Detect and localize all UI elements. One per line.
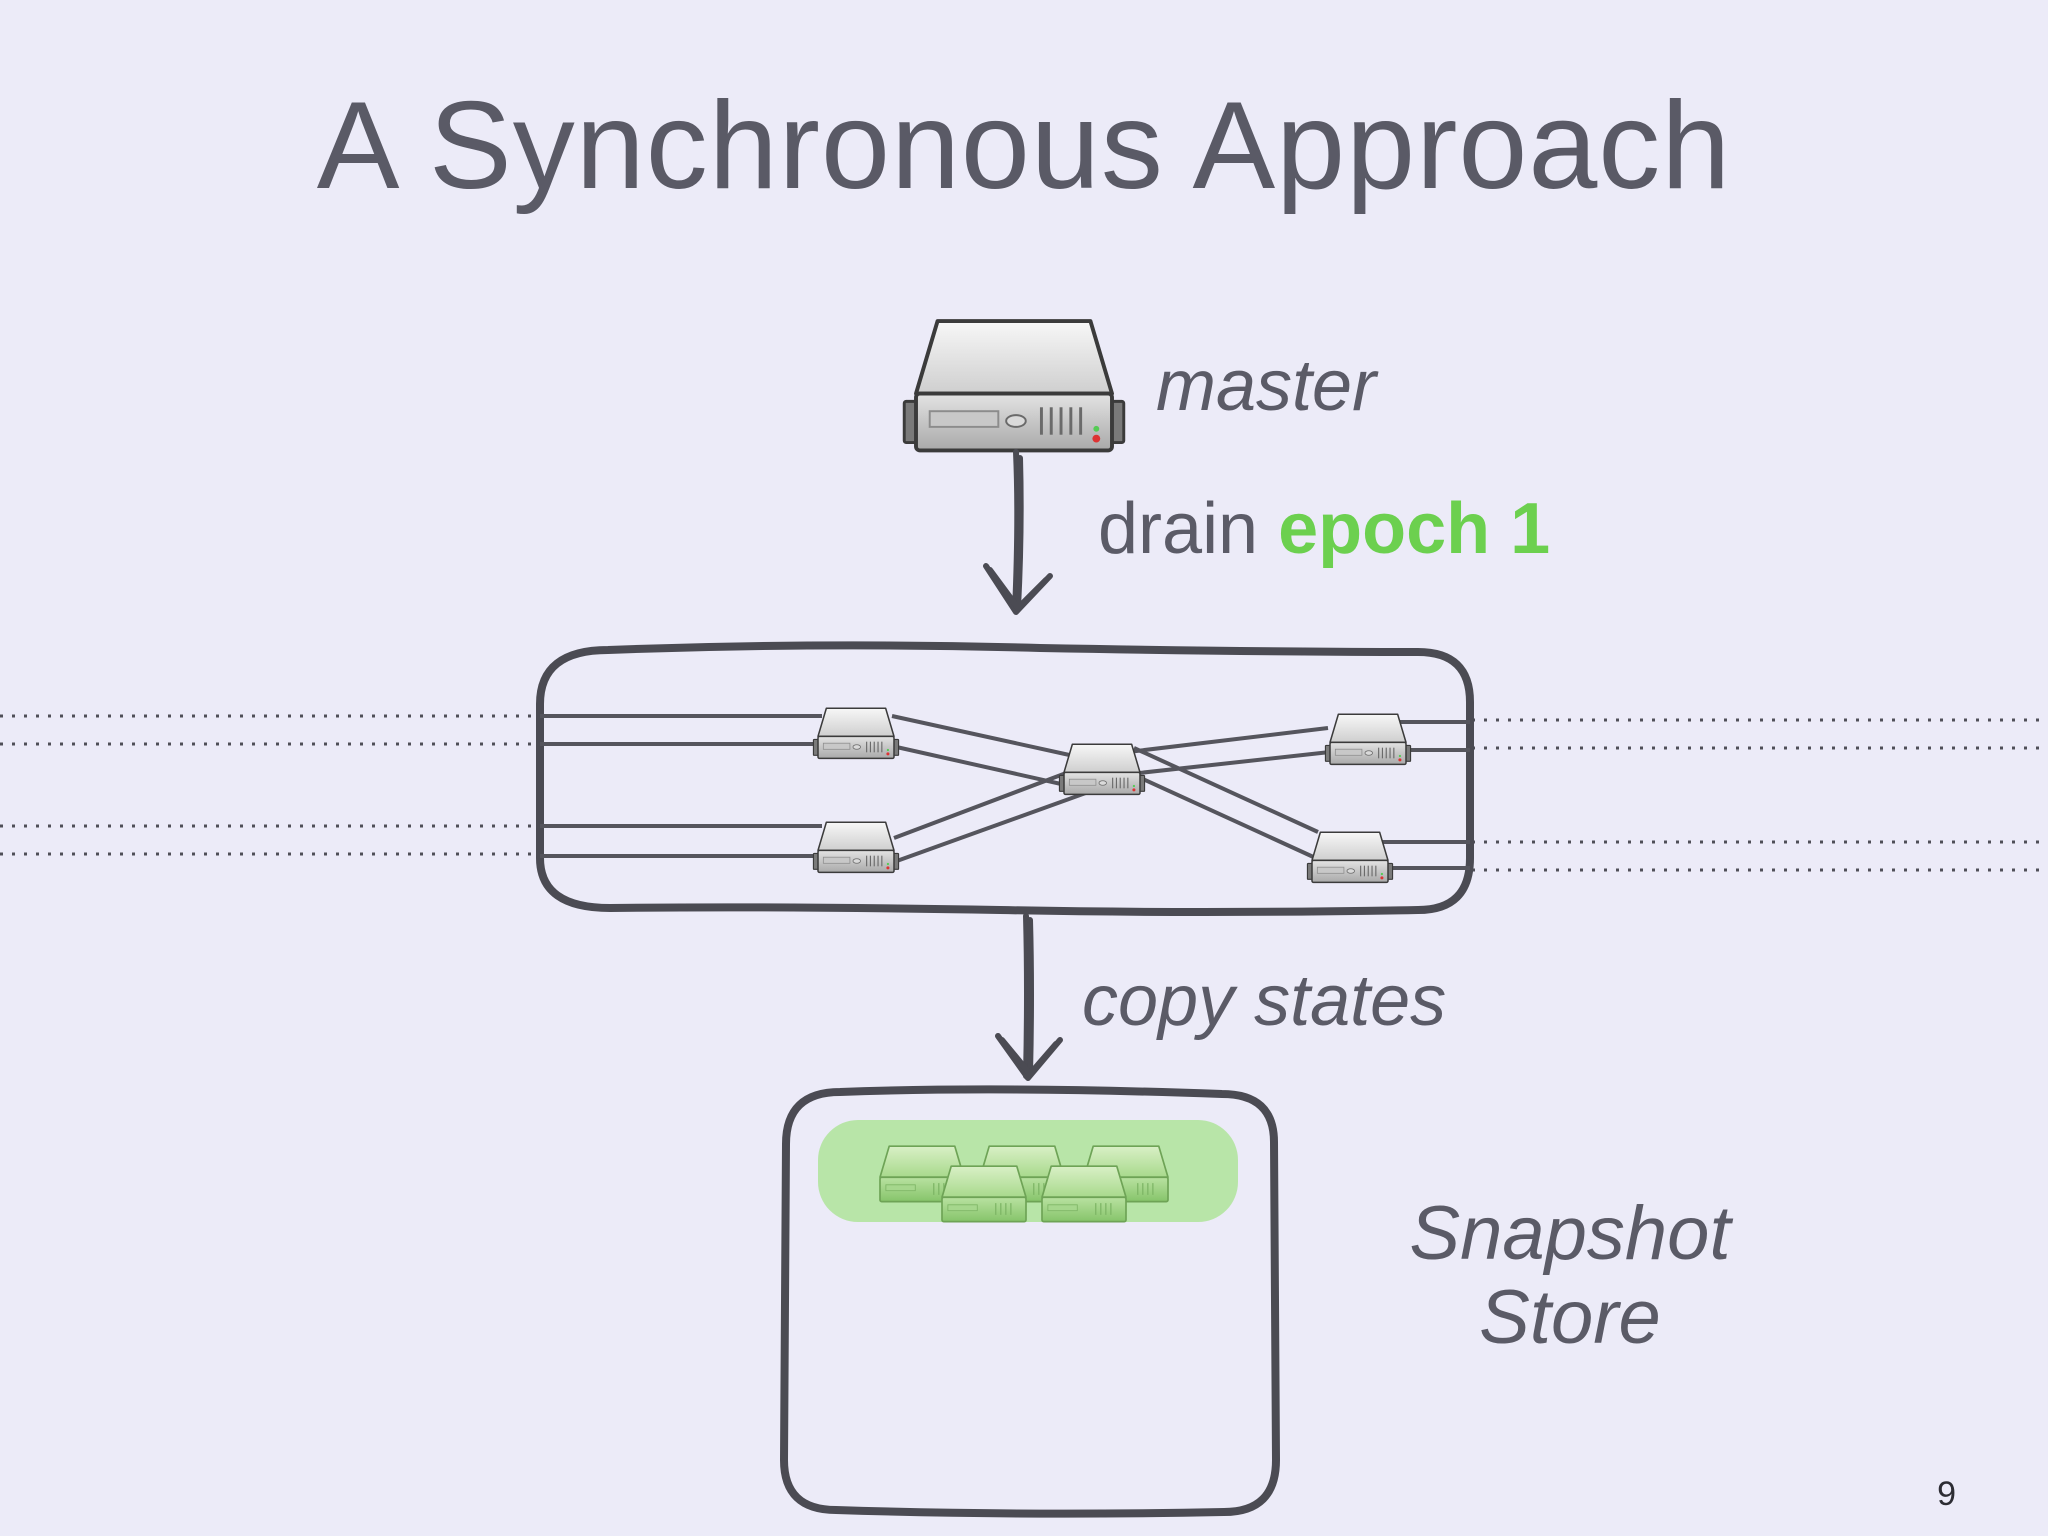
- copy-states-label: copy states: [1082, 961, 1447, 1041]
- copy-arrow: [995, 913, 1063, 1081]
- slide-title: A Synchronous Approach: [316, 77, 1732, 215]
- master-label: master: [1156, 346, 1377, 426]
- server-icon: [1058, 743, 1146, 796]
- drain-arrow: [983, 449, 1053, 615]
- server-icon: [1306, 831, 1394, 884]
- epoch-label: epoch 1: [1278, 489, 1551, 569]
- network-box: [536, 641, 1474, 916]
- master-server-icon: [902, 319, 1126, 453]
- drain-label: drain epoch 1: [1098, 488, 1550, 570]
- snapshot-store-label: Snapshot Store: [1390, 1192, 1750, 1359]
- server-icon: [1324, 713, 1412, 766]
- drain-prefix: drain: [1098, 489, 1259, 569]
- server-icon: [812, 821, 900, 874]
- server-icon: [812, 707, 900, 760]
- server-icon: [1041, 1165, 1127, 1223]
- page-number: 9: [1937, 1475, 1956, 1513]
- snapshot-store-box: [780, 1085, 1280, 1518]
- snapshot-store-line2: Store: [1479, 1274, 1661, 1360]
- external-links: [0, 714, 2048, 872]
- snapshot-store-line1: Snapshot: [1409, 1191, 1731, 1276]
- server-icon: [941, 1165, 1027, 1223]
- network-links: [540, 714, 1470, 870]
